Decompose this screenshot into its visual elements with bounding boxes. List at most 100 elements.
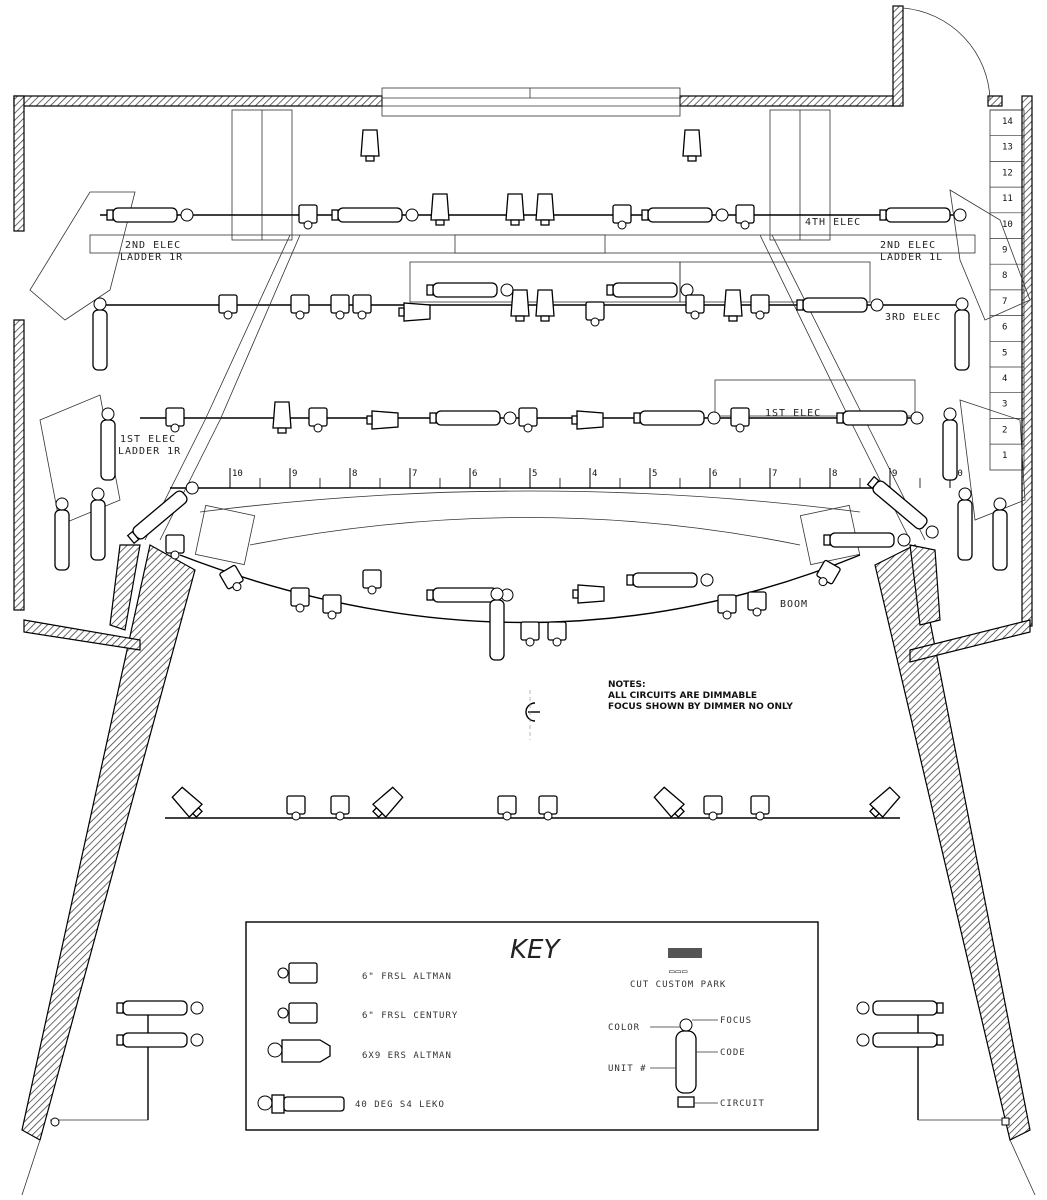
instrument-fresnel[interactable] <box>290 587 310 613</box>
svg-text:CIRCUIT: CIRCUIT <box>720 1099 765 1109</box>
house-boom-right <box>917 1010 1010 1126</box>
instrument-fresnel[interactable] <box>538 795 558 821</box>
instrument-ers[interactable] <box>571 410 604 430</box>
ladder-row-label: 6 <box>1002 323 1007 333</box>
key-unit-diagram: COLOR FOCUS CODE UNIT # CIRCUIT <box>608 1016 765 1109</box>
instrument-fresnel[interactable] <box>750 294 770 320</box>
ladder-row-label: 11 <box>1002 194 1013 204</box>
first-elec-ladder-sub: LADDER 1R <box>118 446 181 457</box>
key-legend: KEY 6" FRSL ALTMAN 6" FRSL CENTURY 6X9 E… <box>245 921 819 1131</box>
instrument-fresnel[interactable] <box>518 407 538 433</box>
ruler-tick-label: 4 <box>592 469 597 479</box>
instrument-fresnel[interactable] <box>735 204 755 230</box>
instrument-ers[interactable] <box>572 584 605 604</box>
instrument-fresnel[interactable] <box>308 407 328 433</box>
instrument-leko[interactable] <box>823 532 911 548</box>
instrument-ers[interactable] <box>865 785 902 822</box>
instrument-leko[interactable] <box>100 407 116 481</box>
ruler-tick-label: 8 <box>352 469 357 479</box>
instrument-fresnel[interactable] <box>497 795 517 821</box>
instrument-fresnel[interactable] <box>165 407 185 433</box>
instrument-ers[interactable] <box>652 785 689 822</box>
instrument-fresnel[interactable] <box>290 294 310 320</box>
instrument-leko[interactable] <box>865 474 942 542</box>
instrument-leko[interactable] <box>90 487 106 561</box>
instrument-leko[interactable] <box>992 497 1008 571</box>
instrument-leko[interactable] <box>426 282 514 298</box>
instrument-ers[interactable] <box>360 129 380 162</box>
masking-borders <box>89 234 976 417</box>
instrument-ers[interactable] <box>398 302 431 322</box>
notes-line-2: FOCUS SHOWN BY DIMMER NO ONLY <box>608 702 793 712</box>
instrument-fresnel[interactable] <box>286 795 306 821</box>
instrument-fresnel[interactable] <box>298 204 318 230</box>
notes-line-1: ALL CIRCUITS ARE DIMMABLE <box>608 691 757 701</box>
instrument-ers[interactable] <box>723 289 743 322</box>
instrument-leko[interactable] <box>954 297 970 371</box>
instrument-fresnel[interactable] <box>330 795 350 821</box>
instrument-fresnel[interactable] <box>685 294 705 320</box>
key-s4-leko: 40 DEG S4 LEKO <box>257 1094 444 1114</box>
instrument-fresnel[interactable] <box>585 301 605 327</box>
ladder-row-label: 7 <box>1002 297 1007 307</box>
second-elec-right-sub: LADDER 1L <box>880 252 943 263</box>
instrument-fresnel[interactable] <box>362 569 382 595</box>
ruler-tick-label: 6 <box>472 469 477 479</box>
instrument-leko[interactable] <box>626 572 714 588</box>
instrument-layer <box>54 129 1008 1048</box>
notes-heading: NOTES: <box>608 680 646 690</box>
instrument-leko[interactable] <box>856 1000 944 1016</box>
instrument-fresnel[interactable] <box>330 294 350 320</box>
key-title: KEY <box>510 935 561 965</box>
instrument-leko[interactable] <box>125 478 202 546</box>
instrument-ers[interactable] <box>682 129 702 162</box>
instrument-ers[interactable] <box>366 410 399 430</box>
second-elec-left-sub: LADDER 1R <box>120 252 183 263</box>
instrument-leko[interactable] <box>116 1032 204 1048</box>
instrument-fresnel[interactable] <box>730 407 750 433</box>
instrument-ers[interactable] <box>272 401 292 434</box>
ladder-row-label: 9 <box>1002 246 1007 256</box>
ladder-row-label: 12 <box>1002 168 1013 178</box>
svg-text:6X9 ERS ALTMAN: 6X9 ERS ALTMAN <box>362 1051 452 1061</box>
second-elec-left-label: 2ND ELEC <box>125 240 181 251</box>
instrument-leko[interactable] <box>942 407 958 481</box>
instrument-ers[interactable] <box>535 193 555 226</box>
fourth-elec-label: 4TH ELEC <box>805 217 861 228</box>
instrument-ers[interactable] <box>368 785 405 822</box>
ladder-row-label: 13 <box>1002 143 1013 153</box>
key-ers-altman: 6X9 ERS ALTMAN <box>267 1039 452 1063</box>
instrument-fresnel[interactable] <box>520 621 540 647</box>
ladder-row-label: 5 <box>1002 348 1007 358</box>
instrument-fresnel[interactable] <box>612 204 632 230</box>
first-elec-ladder-label: 1ST ELEC <box>120 434 176 445</box>
instrument-fresnel[interactable] <box>703 795 723 821</box>
instrument-ers[interactable] <box>535 289 555 322</box>
house-boom-left <box>50 1010 149 1127</box>
instrument-leko[interactable] <box>957 487 973 561</box>
ruler-tick-label: 9 <box>292 469 297 479</box>
instrument-fresnel[interactable] <box>352 294 372 320</box>
second-elec-right-label: 2ND ELEC <box>880 240 936 251</box>
left-wall <box>13 319 25 611</box>
svg-text:COLOR: COLOR <box>608 1023 640 1033</box>
instrument-fresnel[interactable] <box>547 621 567 647</box>
notes-block: NOTES: ALL CIRCUITS ARE DIMMABLE FOCUS S… <box>608 680 793 712</box>
instrument-fresnel[interactable] <box>322 594 342 620</box>
instrument-ers[interactable] <box>510 289 530 322</box>
instrument-ers[interactable] <box>505 193 525 226</box>
ladder-row-label: 10 <box>1002 220 1013 230</box>
instrument-ers[interactable] <box>170 785 207 822</box>
instrument-ers[interactable] <box>430 193 450 226</box>
instrument-leko[interactable] <box>116 1000 204 1016</box>
instrument-fresnel[interactable] <box>218 294 238 320</box>
instrument-fresnel[interactable] <box>747 591 767 617</box>
instrument-leko[interactable] <box>856 1032 944 1048</box>
instrument-fresnel[interactable] <box>218 564 248 596</box>
instrument-fresnel[interactable] <box>717 594 737 620</box>
right-wall <box>1021 95 1033 627</box>
svg-text:CODE: CODE <box>720 1048 746 1058</box>
instrument-fresnel[interactable] <box>750 795 770 821</box>
instrument-leko[interactable] <box>92 297 108 371</box>
